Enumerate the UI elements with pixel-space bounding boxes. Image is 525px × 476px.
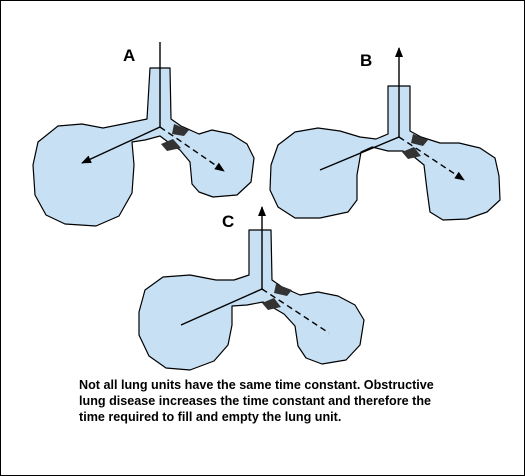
panel-c: C (138, 206, 365, 371)
panel-b-arrow-to-right-unit (398, 136, 465, 181)
panel-a-narrowing-upper (172, 124, 189, 136)
panel-b-left-unit-line (319, 136, 400, 171)
panel-c-narrowing-upper (274, 284, 292, 296)
panel-c-label: C (222, 212, 234, 231)
panel-b: B (269, 47, 501, 221)
panel-a-narrowing-lower (161, 139, 181, 151)
panel-a: A (32, 42, 255, 227)
caption-line: lung disease increases the time constant… (79, 394, 432, 408)
panel-b-narrowing-upper (411, 134, 428, 146)
caption-line: time required to fill and empty the lung… (79, 410, 342, 424)
panel-a-arrow-to-left-unit (81, 126, 161, 164)
panel-b-lung-units (269, 85, 501, 221)
panel-a-lung-units (32, 67, 255, 227)
panel-c-narrowing-lower (262, 298, 281, 310)
panel-b-label: B (360, 51, 372, 70)
caption-line: Not all lung units have the same time co… (79, 378, 434, 392)
panel-a-label: A (123, 46, 135, 65)
panel-c-lung-units (138, 229, 365, 371)
panel-a-arrow-to-right-unit (159, 126, 225, 172)
panel-b-narrowing-lower (402, 147, 421, 159)
panel-c-right-unit-dashed-line (261, 288, 330, 334)
figure-caption: Not all lung units have the same time co… (79, 377, 499, 425)
panel-c-left-unit-line (180, 288, 263, 326)
